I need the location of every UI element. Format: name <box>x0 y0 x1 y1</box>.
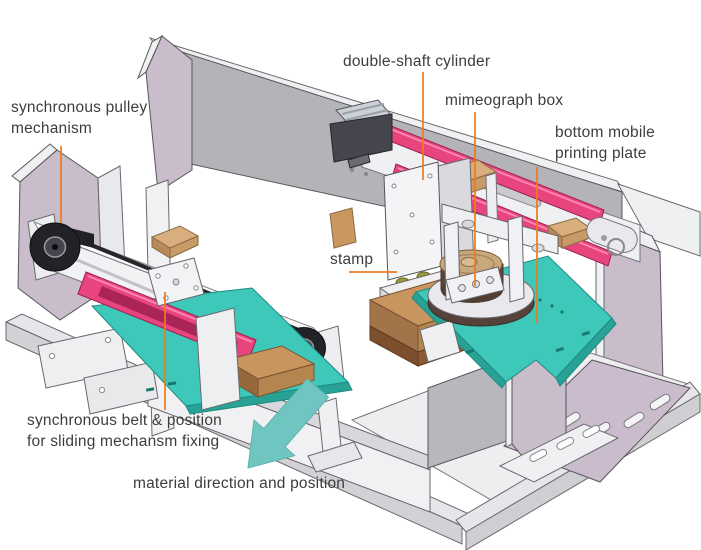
label-material-direction: material direction and position <box>133 475 346 492</box>
label-synchronous-pulley-mechanism: synchronous pulley mechanism <box>11 99 148 137</box>
label-double-shaft-cylinder: double-shaft cylinder <box>343 53 491 70</box>
left-base-brackets <box>37 327 159 415</box>
material-direction-arrow-icon <box>247 378 330 469</box>
top-right-frame-corner <box>616 183 701 257</box>
conveyor-guide-block <box>150 225 200 259</box>
label-mimeograph-box: mimeograph box <box>445 92 564 109</box>
mimeograph-box <box>427 215 535 327</box>
leader-lines <box>60 72 538 410</box>
label-bottom-mobile-printing-plate: bottom mobile printing plate <box>555 124 655 162</box>
left-rear-side-panel <box>136 34 193 193</box>
stepper-motor <box>329 99 393 169</box>
label-stamp: stamp <box>330 251 374 268</box>
cylinder-body <box>383 161 443 281</box>
label-synchronous-belt-position: synchronous belt & position for sliding … <box>27 412 222 450</box>
support-brackets <box>195 307 363 473</box>
